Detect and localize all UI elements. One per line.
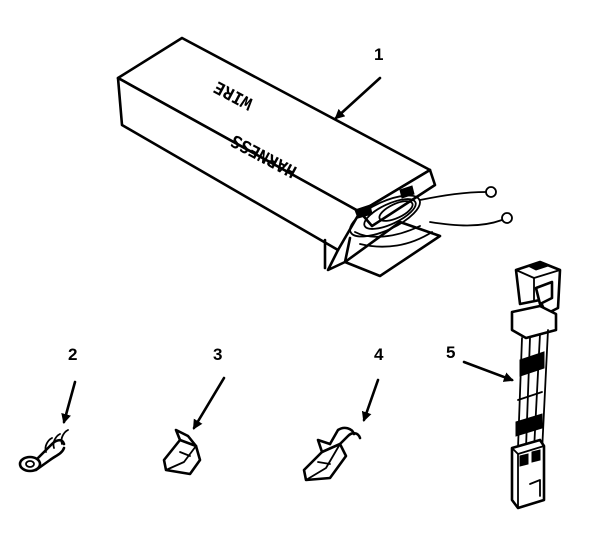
callout-number-1: 1 (374, 45, 383, 64)
callout-arrow-5 (462, 360, 514, 382)
callout-arrow-4 (361, 378, 380, 422)
callout-number-3: 3 (213, 345, 222, 364)
callout-number-4: 4 (374, 345, 384, 364)
callout-arrow-2 (61, 380, 77, 424)
callout-number-5: 5 (446, 343, 455, 362)
wire-harness-box: WIRE HARNESS (116, 36, 513, 278)
spade-connector (162, 428, 202, 476)
callout-number-2: 2 (68, 345, 77, 364)
callout-arrow-1 (334, 76, 382, 120)
ring-terminal (18, 429, 69, 473)
callout-arrow-3 (192, 376, 226, 430)
connector-lead (510, 260, 562, 510)
spade-terminal (302, 426, 362, 482)
